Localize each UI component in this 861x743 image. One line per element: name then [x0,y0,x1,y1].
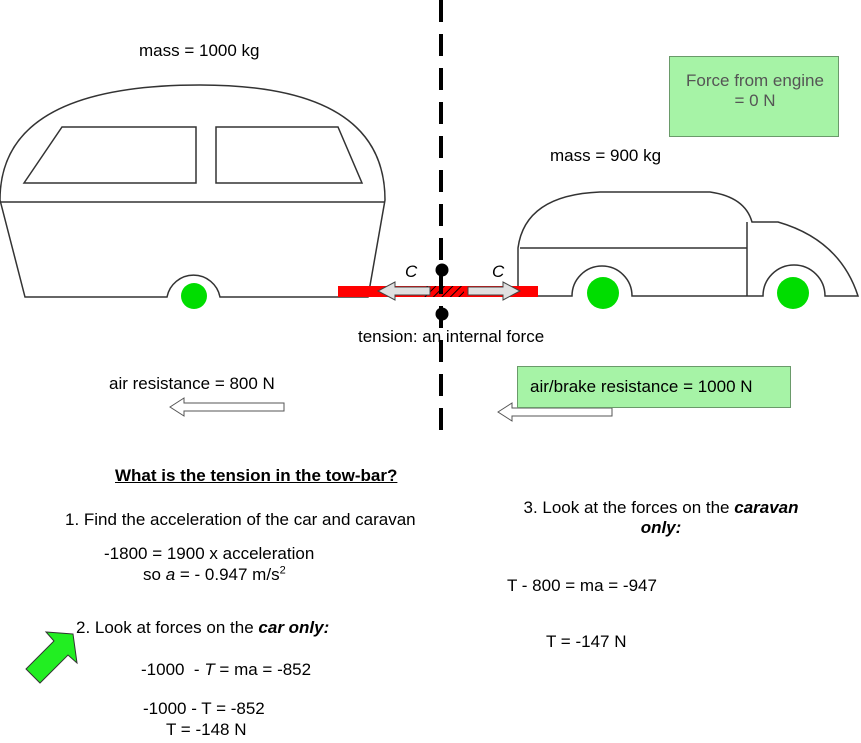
step1-eq2-prefix: so [143,565,166,584]
car-rear-wheel [777,277,809,309]
caravan-body [0,84,386,298]
car-body [517,191,860,297]
caravan-window-left [22,126,197,184]
car [517,191,860,309]
step2-title-prefix: 2. Look at forces on the [76,618,259,637]
step3-equation1: T - 800 = ma = -947 [507,576,657,595]
air-resistance-arrow [169,397,285,417]
step3-title-emph2: only: [640,518,682,537]
step2-equation3: T = -148 N [166,720,247,739]
tension-arrow-left [376,281,431,301]
step2-eq1-a: -1000 - [141,660,205,679]
car-mass-label: mass = 900 kg [550,146,662,165]
step2-title: 2. Look at forces on the car only: [76,618,329,638]
tow-bar-bottom-point [435,307,449,321]
step1-eq2-value: = - 0.947 m/s [175,565,280,584]
brake-resistance-arrow [497,402,613,422]
step2-equation2: -1000 - T = -852 [143,699,265,718]
engine-force-box [669,56,839,137]
air-resistance-label: air resistance = 800 N [109,374,275,393]
tension-symbol-right: C [492,262,505,281]
caravan-window-right [215,126,364,184]
car-front-wheel [587,277,619,309]
engine-force-label: Force from engine = 0 N [669,71,841,111]
step1-eq2-var: a [165,565,176,584]
step1-eq2-sup: 2 [279,564,286,577]
step2-title-emph: car only: [258,618,330,637]
engine-force-line1: Force from engine [686,71,824,90]
step2-eq1-b: = ma = -852 [214,660,312,679]
step3-title-emph1: caravan [734,498,799,517]
next-step-arrow [25,631,78,684]
tow-bar-top-point [435,263,449,277]
step2-eq1-var: T [204,660,215,679]
tension-arrow-right [467,281,522,301]
step3-equation2: T = -147 N [546,632,627,651]
caravan [0,84,386,309]
brake-resistance-label: air/brake resistance = 1000 N [530,377,753,396]
brake-resistance-box [517,366,791,408]
step3-title-prefix: 3. Look at the forces on the [523,498,735,517]
caravan-mass-label: mass = 1000 kg [139,41,260,60]
step1-equation2: so a = - 0.947 m/s2 [143,565,286,585]
tension-symbol-left: C [405,262,418,281]
caravan-wheel [181,283,207,309]
question-heading: What is the tension in the tow-bar? [115,466,398,485]
step3-title: 3. Look at the forces on the caravan onl… [496,498,826,538]
step2-equation1: -1000 - T = ma = -852 [141,660,311,680]
engine-force-line2: = 0 N [734,91,776,110]
tension-caption: tension: an internal force [358,327,545,346]
step1-equation1: -1800 = 1900 x acceleration [104,544,315,563]
step1-title: 1. Find the acceleration of the car and … [65,510,416,529]
